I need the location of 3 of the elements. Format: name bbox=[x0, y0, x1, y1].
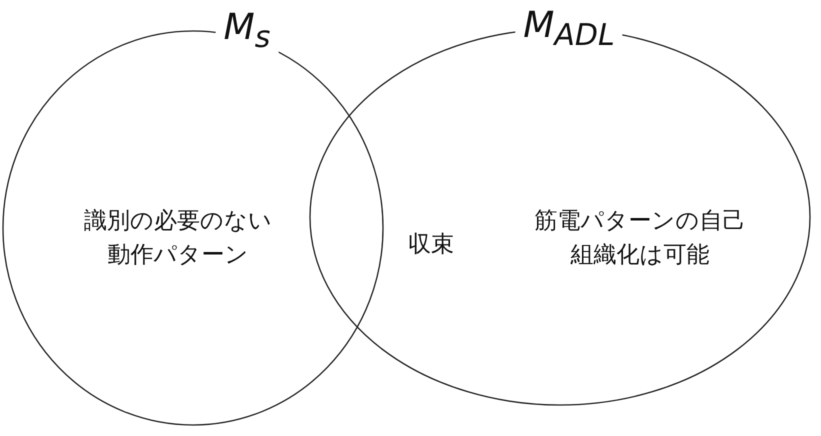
set-description: 識別の必要のない動作パターン bbox=[83, 207, 273, 270]
set-description: 筋電パターンの自己組織化は可能 bbox=[534, 207, 746, 270]
overlap-label: 収束 bbox=[408, 230, 454, 260]
